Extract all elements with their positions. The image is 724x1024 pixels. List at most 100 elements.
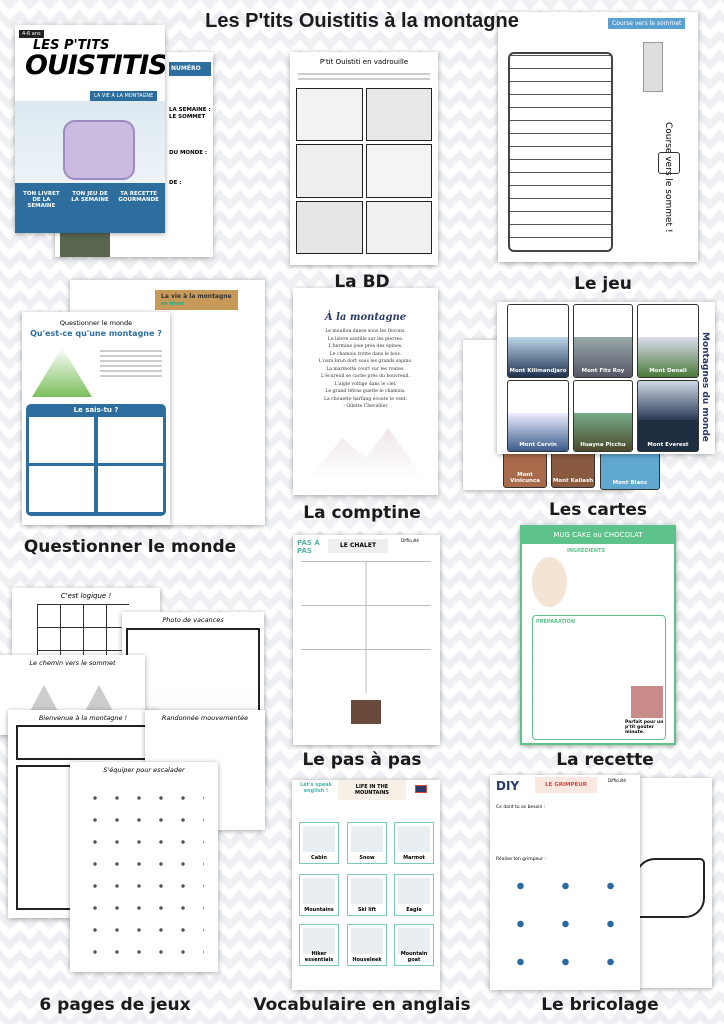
game-page-title: Bienvenue à la montagne ! (38, 714, 128, 722)
poem-line: L'aigle voltige dans le ciel. (334, 381, 397, 387)
game-title: Course vers le sommet (608, 18, 686, 29)
poem-line: L'hermine joue près des épines. (328, 344, 403, 349)
poem-title: À la montagne (324, 312, 407, 323)
recipe-title: MUG CAKE au CHOCOLAT (522, 527, 674, 544)
vocab-title: LIFE IN THE MOUNTAINS (338, 780, 406, 800)
page-title: Les P'tits Ouistitis à la montagne (205, 10, 519, 32)
board-game-page: Course vers le sommet Course vers le som… (498, 12, 698, 262)
step-title: LE CHALET (328, 539, 388, 553)
poem-line: La chouette harfang écoute le vent. (323, 396, 408, 402)
recipe-page: MUG CAKE au CHOCOLAT INGRÉDIENTS PRÉPARA… (520, 525, 676, 745)
cards-side-title: Montagnes du monde (700, 332, 710, 442)
magazine-cover: 4-6 ans LES P'TITS OUISTITIS LA VIE À LA… (15, 25, 165, 233)
diy-page: DIY LE GRIMPEUR Difficulté Ce dont tu as… (490, 775, 640, 990)
poem-line: Le grand tétras guette le chamois. (325, 389, 406, 394)
bd-label: La BD (334, 272, 390, 292)
back-subtitle: en hiver (161, 301, 185, 307)
vocab-word: Eagle (406, 907, 422, 913)
card-name: Mont Kilimandjaro (509, 368, 567, 374)
back-line: DE : (169, 180, 182, 186)
vocab-word: Snow (359, 855, 375, 861)
bd-title: P'tit Ouistiti en vadrouille (319, 58, 409, 66)
pasapas-label: Le pas à pas (302, 750, 422, 770)
poem-line: Le lièvre sautille sur les pierres. (327, 336, 404, 342)
diy-badge: DIY (496, 779, 520, 793)
back-title-text: La vie à la montagne (161, 293, 232, 300)
game-board (508, 52, 613, 252)
diy-title: LE GRIMPEUR (535, 777, 597, 793)
poem-author: - Odette Chevallier (343, 404, 388, 409)
recipe-note: Parfait pour un p'tit goûter minute. (625, 720, 664, 735)
poem-line: Le mouflon danse sous les flocons. (325, 329, 406, 334)
cover-feature: TON JEU DE LA SEMAINE (71, 191, 109, 203)
bricolage-label: Le bricolage (541, 995, 659, 1015)
brand-logo: OUISTITIS (25, 50, 165, 81)
brand-top: LES P'TITS (33, 38, 110, 53)
cards-page: Mont Kilimandjaro Mont Fitz Roy Mont Den… (497, 302, 715, 454)
vocab-word: Mountains (304, 907, 334, 913)
jeu-label: Le jeu (574, 274, 632, 294)
vocab-word: Ski lift (357, 907, 377, 913)
back-line: LA SEMAINE : LE SOMMET (169, 107, 211, 120)
cover-feature: TON LIVRET DE LA SEMAINE (23, 191, 60, 209)
box-title: Le sais-tu ? (73, 406, 119, 414)
card-name: Mont Kailash (552, 478, 594, 484)
dice-icon (658, 152, 680, 174)
steps-grid (498, 867, 632, 982)
poem-line: L'écureuil se cache près du bouvreuil. (321, 374, 410, 379)
game-page-title: S'équiper pour escalader (103, 766, 185, 774)
climber-template (635, 858, 705, 918)
vocab-word: Houseleek (352, 957, 382, 963)
vocab-word: Mountain goat (400, 951, 428, 963)
game-side-title: Course vers le sommet ! (663, 122, 673, 233)
recette-label: La recette (556, 750, 654, 770)
back-line: DU MONDE : (169, 150, 208, 156)
vocabulary-page: Let's speak english ! LIFE IN THE MOUNTA… (292, 780, 440, 990)
game-page-title: C'est logique ! (60, 592, 112, 600)
vocab-badge: Let's speak english ! (300, 782, 332, 794)
vocab-word: Marmot (403, 855, 425, 861)
card-name: Mont Vinicunca (510, 472, 540, 484)
poem-line: L'ours brun dort sous les grands sapins. (318, 359, 413, 364)
cover-feature: TA RECETTE GOURMANDE (118, 191, 159, 203)
cartes-label: Les cartes (548, 500, 648, 520)
questionner-label: Questionner le monde (23, 537, 237, 557)
q-heading: Questionner le monde (59, 319, 133, 327)
card-name: Mont Everest (647, 442, 689, 448)
preparation-heading: PRÉPARATION (536, 619, 576, 625)
questionner-page: Questionner le monde Qu'est-ce qu'une mo… (22, 312, 170, 525)
comptine-page: À la montagne Le mouflon danse sous les … (293, 288, 438, 495)
card-name: Huayna Picchu (580, 442, 626, 448)
age-badge: 4-6 ans (19, 30, 44, 38)
step-by-step-page: PAS À PAS LE CHALET Difficulté (293, 535, 440, 745)
vocab-word: Hiker essentials (304, 951, 334, 963)
game-page-title: Randonnée mouvementée (161, 714, 249, 722)
jeux-label: 6 pages de jeux (39, 995, 191, 1015)
cable-car-illustration (63, 120, 135, 180)
uk-flag-icon (415, 785, 427, 793)
vocab-word: Cabin (311, 855, 327, 861)
poem-body: Le mouflon danse sous les flocons. Le liè… (293, 328, 438, 411)
steps-heading: Réalise ton grimpeur : (496, 857, 546, 862)
equipment-illustrations (84, 787, 204, 957)
comptine-label: La comptine (303, 503, 421, 523)
back-banner: NUMÉRO (169, 62, 211, 76)
materials-heading: Ce dont tu as besoin : (496, 805, 546, 810)
q-title: Qu'est-ce qu'une montagne ? (30, 329, 162, 338)
ingredients-heading: INGRÉDIENTS (567, 548, 606, 554)
difficulty-label: Difficulté (401, 538, 419, 543)
card-name: Mont Cervin (519, 442, 557, 448)
card-name: Mont Denali (649, 368, 687, 374)
mountain-animals-illustration (308, 428, 423, 478)
step-badge: PAS À PAS (297, 539, 320, 555)
chalet-illustration (351, 700, 381, 724)
cover-subtitle: LA VIE À LA MONTAGNE (90, 91, 158, 101)
game-page-title: Le chemin vers le sommet (29, 659, 116, 667)
game-page-title: Photo de vacances (162, 616, 224, 624)
card-name: Mont Fitz Roy (581, 368, 625, 374)
game-pieces (643, 42, 663, 92)
poem-line: La marmotte court sur les routes. (326, 366, 405, 372)
bd-page: P'tit Ouistiti en vadrouille (290, 52, 438, 265)
mountain-illustration (32, 347, 92, 397)
